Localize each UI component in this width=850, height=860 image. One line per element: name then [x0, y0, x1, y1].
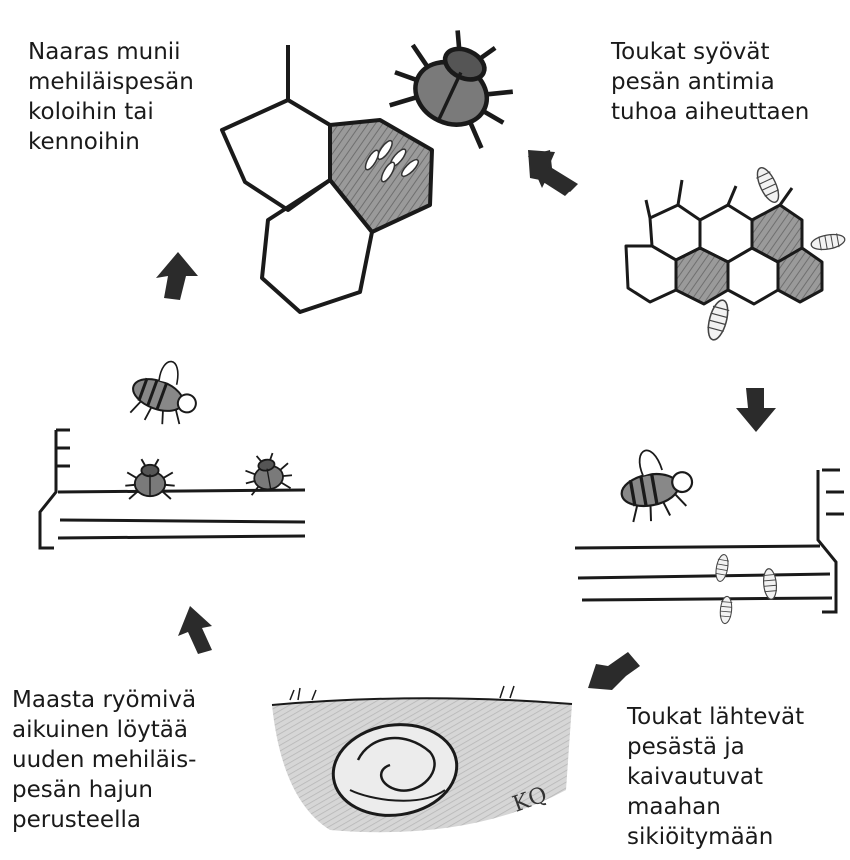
- bee-icon: [615, 443, 698, 525]
- larvae-leaving-hive: [714, 554, 777, 624]
- beetle-large: [381, 14, 530, 152]
- arrow-head-icon: [528, 150, 575, 196]
- bee-icon: [124, 352, 207, 434]
- honeycomb-small: [626, 180, 822, 304]
- honeycomb-large: [222, 45, 432, 312]
- hive-floor-right: [575, 470, 844, 612]
- beetle-icon: [125, 459, 174, 499]
- arrow-icon: [736, 388, 776, 432]
- arrow-icon: [588, 652, 640, 690]
- arrow-icon: [156, 252, 198, 300]
- arrow-icon: [178, 606, 212, 654]
